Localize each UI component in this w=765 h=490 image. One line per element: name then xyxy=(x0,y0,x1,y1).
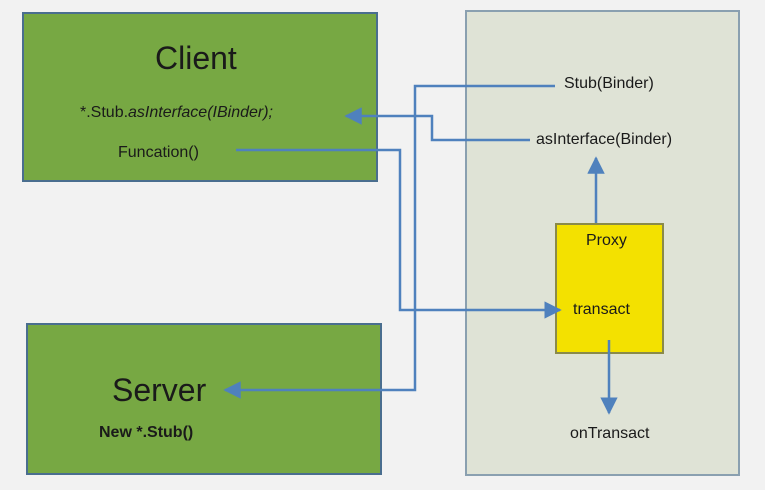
server-title: Server xyxy=(112,372,207,408)
proxy-box xyxy=(555,223,664,354)
client-call-line: *.Stub.asInterface(IBinder); xyxy=(80,104,273,122)
as-interface-label: asInterface(Binder) xyxy=(536,131,673,148)
client-function: Funcation() xyxy=(118,144,199,161)
function-to-transact-arrow xyxy=(236,148,562,319)
server-new-stub: New *.Stub() xyxy=(99,424,194,441)
client-title: Client xyxy=(155,40,237,76)
client-box xyxy=(22,12,378,182)
asinterface-to-client-arrow xyxy=(344,107,530,142)
stub-to-server-arrow xyxy=(223,84,555,399)
client-call-prefix: *.Stub. xyxy=(80,104,129,121)
client-call-method: asInterface(IBinder); xyxy=(128,104,273,121)
stub-binder-label: Stub(Binder) xyxy=(564,75,654,92)
on-transact-label: onTransact xyxy=(570,425,650,442)
server-box xyxy=(26,323,382,475)
transact-label: transact xyxy=(573,301,630,318)
proxy-label: Proxy xyxy=(586,232,627,249)
